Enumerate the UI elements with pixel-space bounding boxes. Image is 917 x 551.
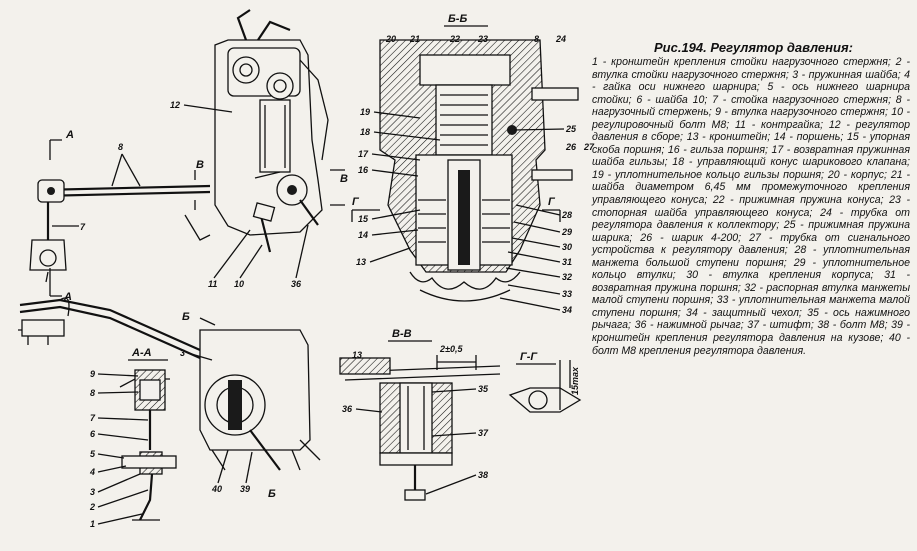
- callout-40: 40: [211, 484, 222, 494]
- callout-25: 25: [565, 124, 577, 134]
- callout-16: 16: [358, 165, 369, 175]
- figure-legend-text: 1 - кронштейн крепления стойки нагрузочн…: [592, 56, 910, 357]
- callout-30: 30: [562, 242, 572, 252]
- callout-15: 15: [358, 214, 369, 224]
- callout-4: 4: [89, 467, 95, 477]
- callout-11: 11: [208, 279, 217, 289]
- callout-26: 26: [565, 142, 577, 152]
- callout-1: 1: [90, 519, 95, 529]
- callout-13-vv: 13: [352, 350, 362, 360]
- callout-33: 33: [562, 289, 572, 299]
- callout-21: 21: [409, 34, 420, 44]
- callout-10: 10: [234, 279, 244, 289]
- callout-38: 38: [478, 470, 488, 480]
- callout-9: 9: [90, 369, 95, 379]
- callout-31: 31: [562, 257, 572, 267]
- callout-37: 37: [478, 428, 489, 438]
- callout-18: 18: [360, 127, 370, 137]
- callout-32: 32: [562, 272, 572, 282]
- callout-3: 3: [90, 487, 95, 497]
- view-mark-a-top: А: [65, 129, 74, 141]
- callout-28: 28: [561, 210, 572, 220]
- callout-8-aa: 8: [90, 388, 95, 398]
- callout-2: 2: [89, 502, 95, 512]
- callout-7-aa: 7: [90, 413, 96, 423]
- view-mark-a-low: А: [63, 291, 72, 303]
- callout-14: 14: [358, 230, 368, 240]
- callout-3-mount: 3: [180, 348, 185, 358]
- regulator-assembly-view: [29, 9, 345, 297]
- figure-caption: Рис.194. Регулятор давления: 1 - кронште…: [592, 40, 910, 357]
- callout-29: 29: [561, 227, 572, 237]
- callout-6: 6: [90, 429, 96, 439]
- figure-title: Рис.194. Регулятор давления:: [654, 40, 853, 55]
- section-gg-view: [508, 360, 582, 413]
- callout-17: 17: [358, 149, 369, 159]
- callout-numbers: 12 8 7 11 10 36 20 21 22 23 8 24 19 18 1…: [52, 34, 595, 529]
- section-aa-view: [119, 369, 177, 521]
- callout-39: 39: [240, 484, 250, 494]
- callout-36-top: 36: [291, 279, 302, 289]
- callout-8: 8: [118, 142, 123, 152]
- section-label-bb: Б-Б: [448, 13, 467, 25]
- callout-19: 19: [360, 107, 370, 117]
- view-mark-b-low: Б: [268, 488, 276, 500]
- callout-20: 20: [385, 34, 396, 44]
- view-mark-v-right: В: [340, 173, 348, 185]
- callout-5: 5: [90, 449, 96, 459]
- callout-24: 24: [555, 34, 566, 44]
- callout-23: 23: [477, 34, 488, 44]
- callout-35: 35: [478, 384, 489, 394]
- callout-13: 13: [356, 257, 366, 267]
- section-bb-view: [351, 39, 579, 302]
- view-mark-g-left: Г: [352, 196, 360, 208]
- callout-12: 12: [170, 100, 180, 110]
- callout-8-bb: 8: [534, 34, 539, 44]
- callout-36-vv: 36: [342, 404, 353, 414]
- view-mark-g-right: Г: [548, 196, 556, 208]
- view-mark-v-left: В: [196, 159, 204, 171]
- callout-34: 34: [562, 305, 572, 315]
- view-mark-b-top: Б: [182, 311, 190, 323]
- callout-27: 27: [583, 142, 595, 152]
- dimension-gap: 2±0,5: [439, 344, 463, 354]
- section-vv-view: [339, 355, 501, 501]
- section-label-gg: Г-Г: [520, 351, 538, 363]
- section-label-vv: В-В: [392, 328, 412, 340]
- dimension-max: 15max: [570, 366, 580, 395]
- mount-view: [18, 297, 321, 471]
- section-label-aa: А-А: [131, 347, 152, 359]
- callout-7: 7: [80, 222, 86, 232]
- callout-22: 22: [449, 34, 460, 44]
